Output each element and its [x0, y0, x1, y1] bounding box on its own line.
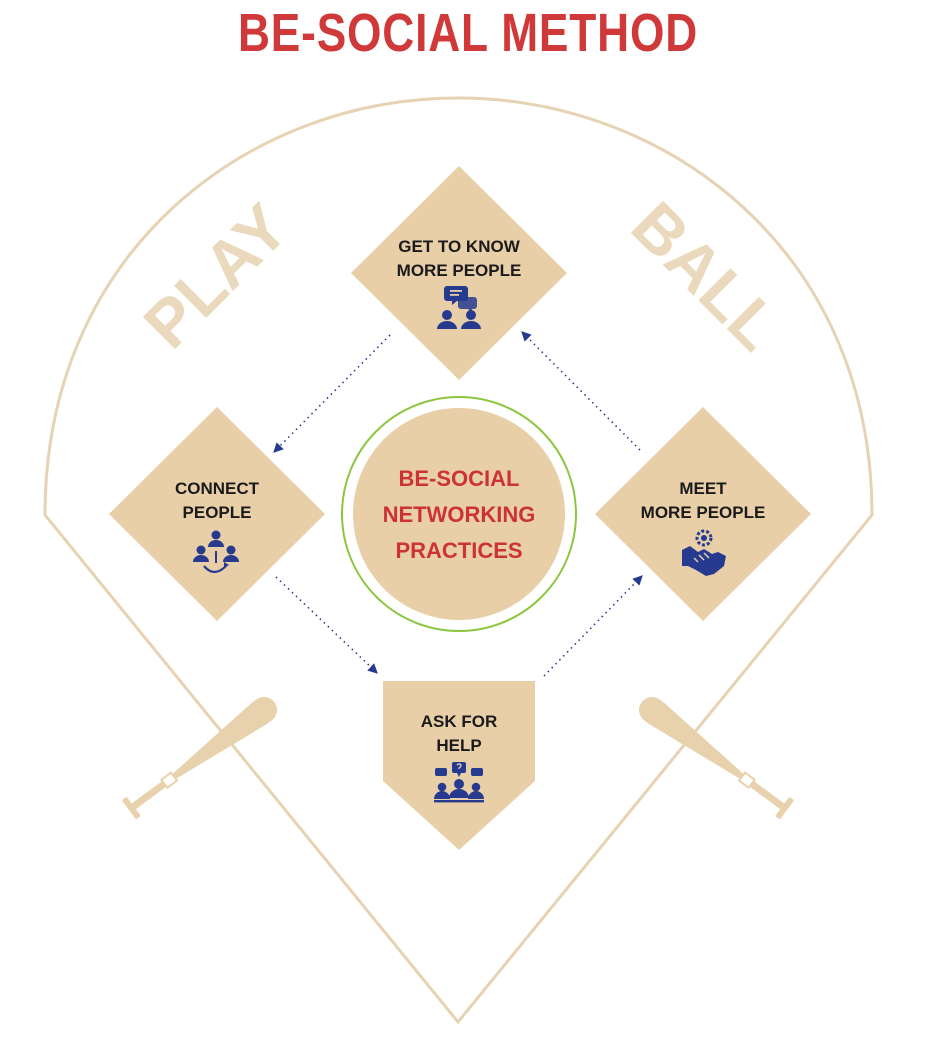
base-left-line-2: PEOPLE [183, 503, 252, 522]
arrow-top-to-left [273, 334, 391, 453]
arrow-left-to-bottom [275, 576, 378, 674]
group-question-icon [434, 762, 484, 803]
base-get-to-know-more-people: GET TO KNOW MORE PEOPLE [351, 166, 567, 380]
base-right-line-2: MORE PEOPLE [641, 503, 766, 522]
bat-right [639, 697, 794, 819]
base-top-line-1: GET TO KNOW [398, 237, 520, 256]
connect-people-icon [193, 530, 239, 574]
center-line-1: BE-SOCIAL [399, 466, 520, 491]
people-chat-icon [437, 286, 481, 329]
bat-left [122, 697, 277, 819]
center-line-3: PRACTICES [395, 538, 522, 563]
base-left-line-1: CONNECT [175, 479, 260, 498]
page-title: BE-SOCIAL METHOD [237, 3, 699, 63]
base-connect-people: CONNECT PEOPLE [109, 407, 325, 621]
field-outline [43, 96, 874, 1025]
base-right-line-1: MEET [679, 479, 727, 498]
ball-word: BALL [618, 187, 795, 364]
base-top-line-2: MORE PEOPLE [397, 261, 522, 280]
handshake-gear-icon [682, 529, 726, 576]
center-circle: BE-SOCIAL NETWORKING PRACTICES [341, 396, 577, 632]
base-bottom-line-1: ASK FOR [421, 712, 498, 731]
arrow-bottom-to-right [543, 575, 643, 677]
base-meet-more-people: MEET MORE PEOPLE [595, 407, 811, 621]
base-bottom-line-2: HELP [436, 736, 481, 755]
play-word: PLAY [129, 189, 302, 362]
center-line-2: NETWORKING [383, 502, 536, 527]
home-plate-ask-for-help: ASK FOR HELP [383, 681, 535, 850]
